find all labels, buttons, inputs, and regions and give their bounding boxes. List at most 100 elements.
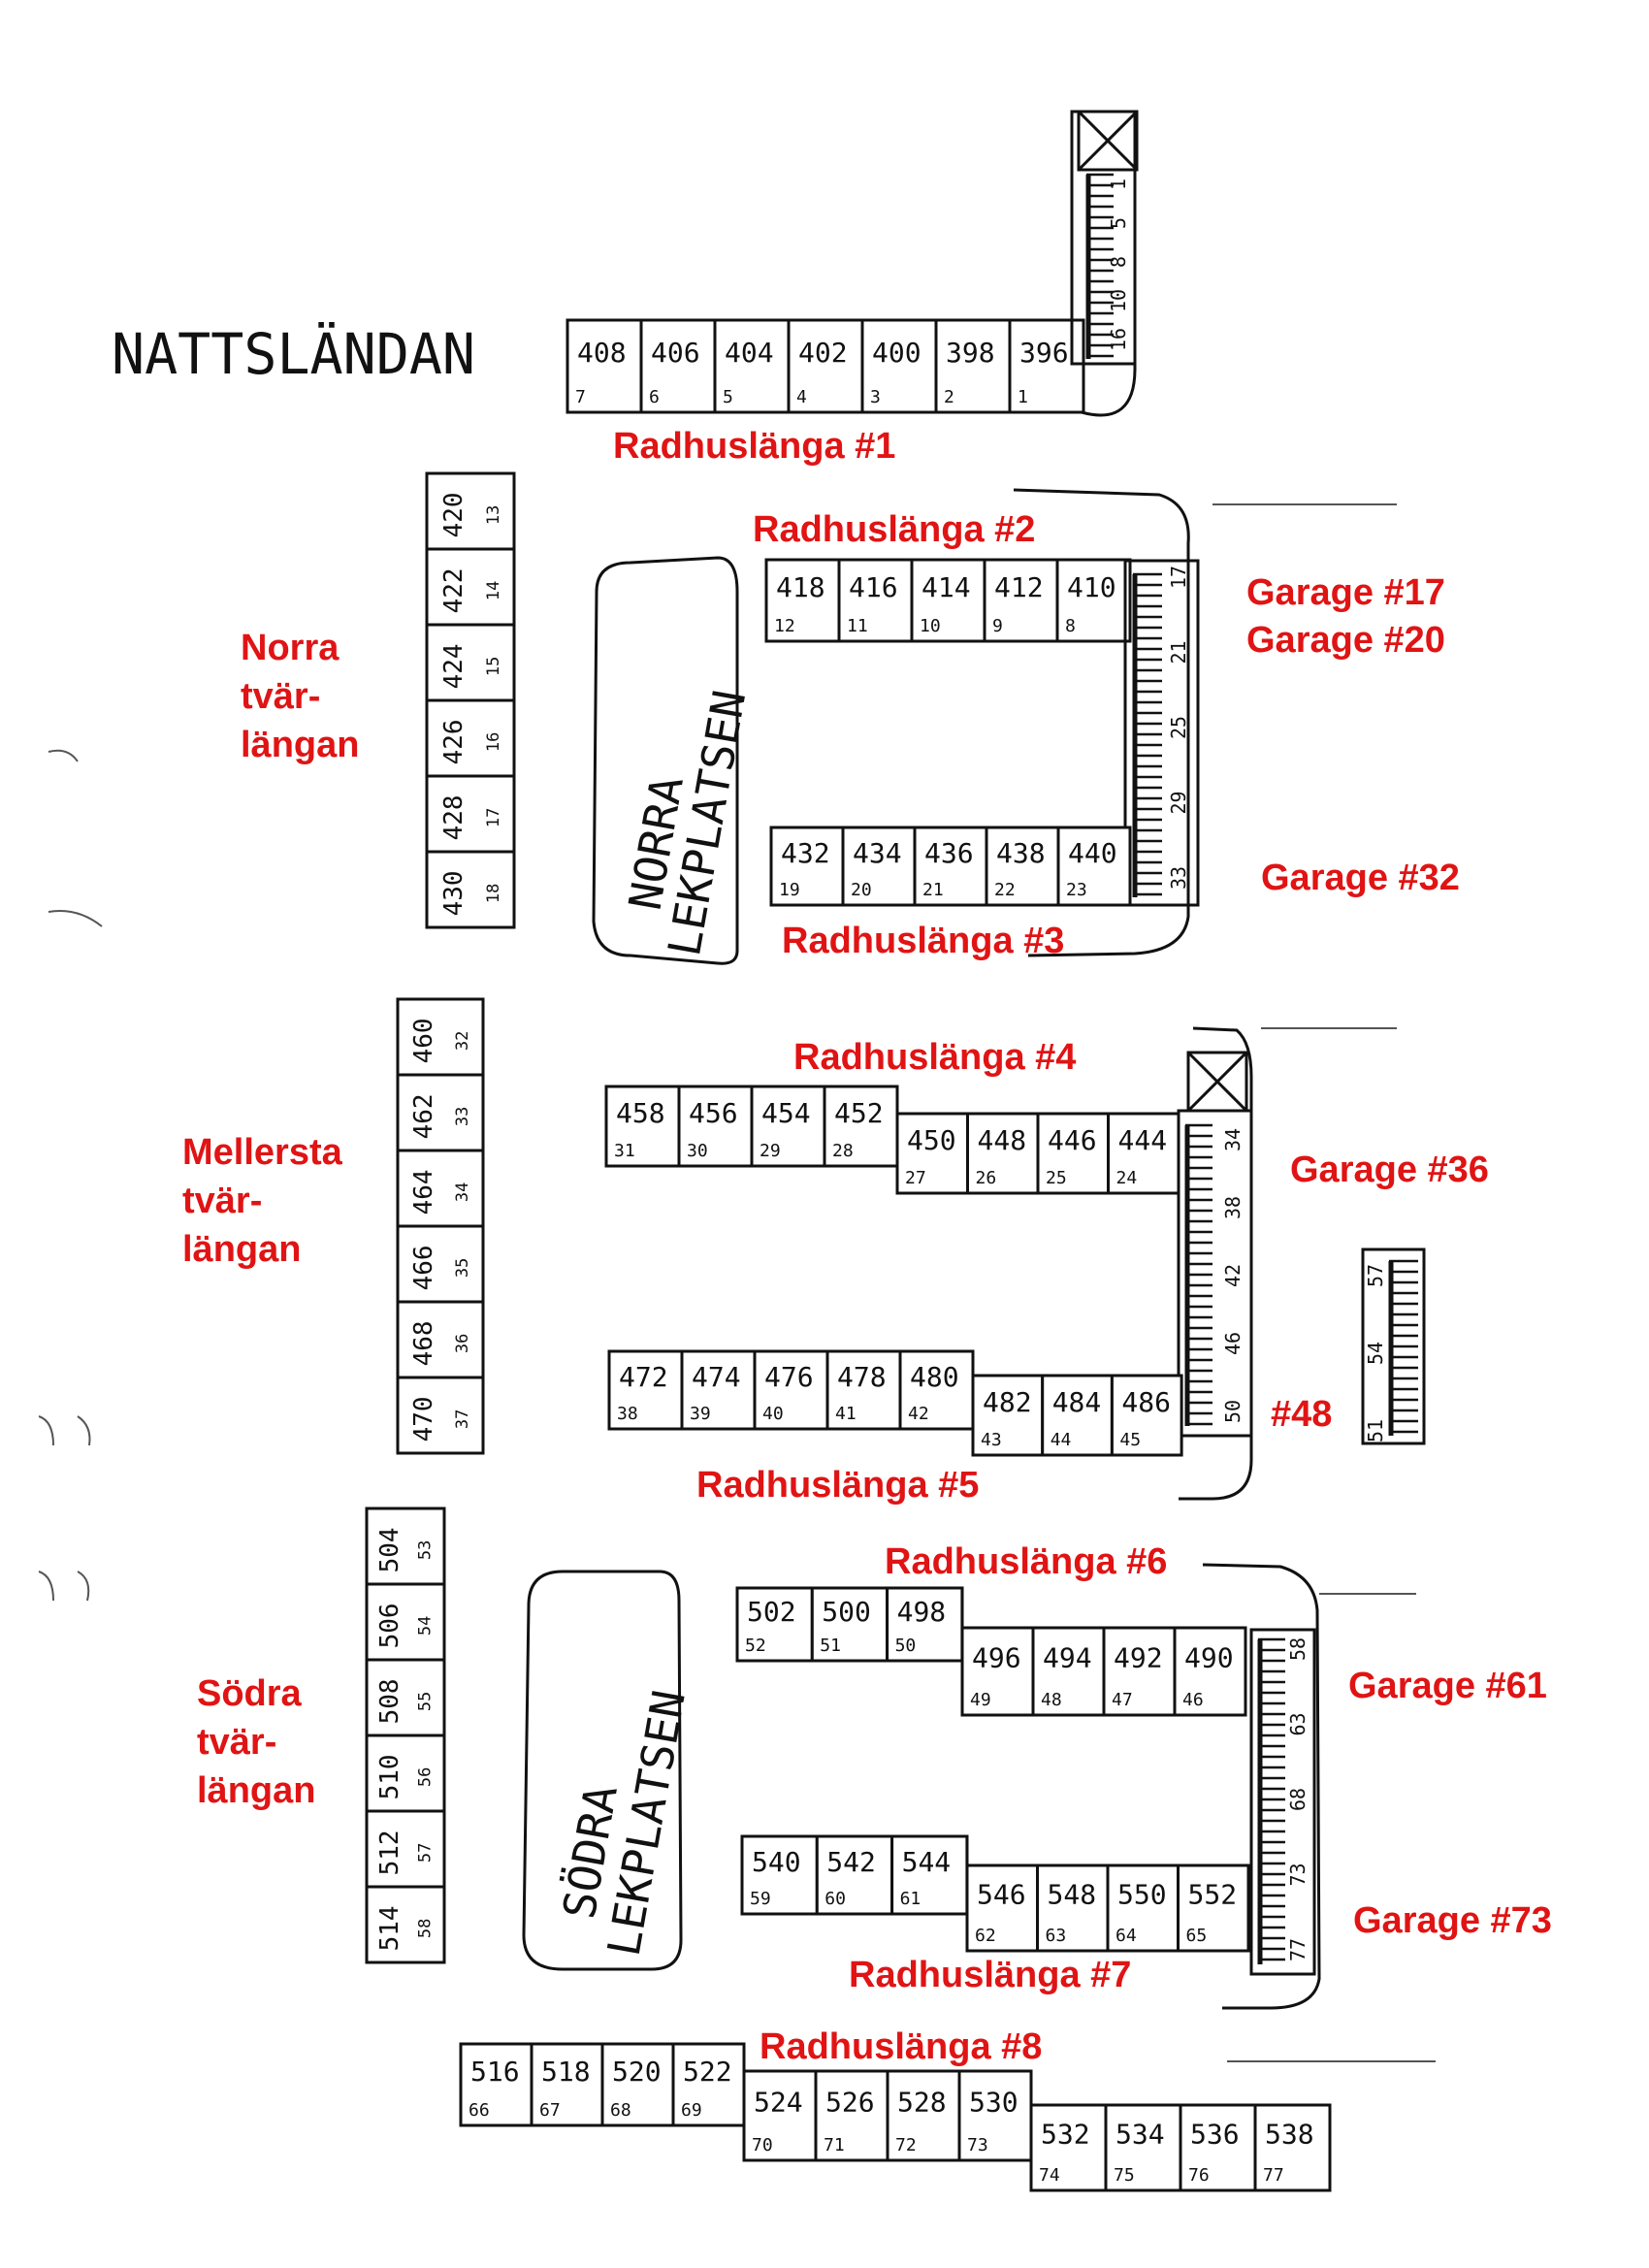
playground-norra: NORRA LEKPLATSEN: [592, 556, 757, 965]
house-number: 534: [1116, 2119, 1165, 2151]
unit-number: 76: [1188, 2165, 1210, 2186]
unit-number: 72: [895, 2135, 917, 2155]
house-number: 514: [375, 1905, 404, 1951]
svg-text:NORRA LEKPLATSEN: NORRA LEKPLATSEN: [612, 678, 757, 959]
house-unit: [639, 318, 717, 414]
house-number: 466: [409, 1245, 438, 1290]
house-number: 438: [996, 837, 1046, 869]
house-number: 412: [994, 571, 1044, 603]
garage-61-label: Garage #61: [1348, 1666, 1547, 1706]
unit-number: 1: [1018, 387, 1028, 407]
garage-number: 63: [1286, 1712, 1310, 1735]
garage-73-label: Garage #73: [1353, 1900, 1552, 1941]
house-number: 474: [692, 1361, 741, 1393]
row-5-label: Radhuslänga #5: [696, 1465, 979, 1506]
house-number: 430: [439, 870, 469, 916]
unit-number: 33: [453, 1107, 472, 1126]
garage-number: 5: [1107, 217, 1130, 229]
house-unit: [886, 1586, 964, 1663]
unit-number: 24: [1116, 1168, 1138, 1188]
house-number: 398: [946, 337, 995, 369]
house-unit: [966, 1112, 1040, 1195]
unit-number: 44: [1051, 1430, 1072, 1450]
house-number: 462: [409, 1093, 438, 1139]
house-unit: [1177, 1863, 1250, 1953]
house-number: 512: [375, 1830, 404, 1875]
unit-number: 7: [575, 387, 586, 407]
garage-number: 21: [1167, 640, 1190, 664]
house-unit: [1253, 2103, 1332, 2192]
unit-number: 21: [922, 880, 944, 900]
house-unit: [742, 2069, 818, 2162]
house-unit: [566, 318, 643, 414]
house-number: 496: [972, 1642, 1021, 1674]
house-unit: [365, 1658, 446, 1737]
unit-number: 38: [617, 1404, 638, 1424]
house-number: 528: [897, 2086, 947, 2118]
unit-number: 69: [681, 2100, 702, 2121]
unit-number: 4: [796, 387, 807, 407]
house-number: 548: [1048, 1879, 1097, 1911]
unit-number: 11: [847, 616, 868, 636]
house-number: 460: [409, 1018, 438, 1063]
garage-number: 73: [1286, 1863, 1310, 1886]
garage-36-driveway: [1179, 1026, 1253, 1501]
unit-number: 3: [870, 387, 881, 407]
unit-number: 75: [1114, 2165, 1135, 2186]
house-unit: [823, 1085, 899, 1168]
unit-number: 2: [944, 387, 954, 407]
house-number: 500: [822, 1596, 871, 1628]
cross-sodra-label: Södra tvär- längan: [197, 1673, 315, 1811]
unit-number: 40: [762, 1404, 784, 1424]
garage-number: 8: [1107, 256, 1130, 268]
unit-number: 47: [1112, 1690, 1133, 1710]
garage-number: 29: [1167, 791, 1190, 814]
row-1-label: Radhuslänga #1: [613, 426, 895, 467]
house-number: 414: [922, 571, 971, 603]
house-number: 422: [439, 567, 469, 613]
house-number: 546: [977, 1879, 1026, 1911]
garage-1-box: [1077, 110, 1139, 172]
unit-number: 25: [1046, 1168, 1067, 1188]
house-unit: [750, 1085, 826, 1168]
unit-number: 31: [614, 1141, 635, 1161]
garage-number: 16: [1107, 328, 1130, 351]
unit-number: 17: [484, 808, 503, 827]
unit-number: 53: [416, 1540, 436, 1560]
unit-number: 26: [976, 1168, 997, 1188]
unit-number: 36: [453, 1334, 472, 1353]
house-unit: [396, 1149, 485, 1228]
house-number: 420: [439, 492, 469, 537]
unit-number: 65: [1186, 1926, 1208, 1946]
house-number: 416: [849, 571, 898, 603]
cross-mellersta-label: Mellersta tvär- längan: [182, 1132, 352, 1270]
unit-number: 9: [992, 616, 1003, 636]
house-number: 408: [577, 337, 627, 369]
row-2-label: Radhuslänga #2: [753, 509, 1035, 550]
unit-number: 54: [416, 1616, 436, 1636]
house-unit: [1107, 1112, 1180, 1195]
unit-number: 49: [970, 1690, 991, 1710]
unit-number: 34: [453, 1183, 472, 1202]
house-unit: [671, 2042, 746, 2127]
house-unit: [1179, 2103, 1257, 2192]
house-number: 504: [375, 1527, 404, 1572]
house-unit: [365, 1885, 446, 1964]
house-unit: [971, 1374, 1045, 1457]
garage-number: 68: [1286, 1788, 1310, 1811]
map-title: NATTSLÄNDAN: [112, 321, 475, 387]
row-4-label: Radhuslänga #4: [793, 1037, 1076, 1078]
house-number: 400: [872, 337, 922, 369]
house-number: 552: [1188, 1879, 1238, 1911]
